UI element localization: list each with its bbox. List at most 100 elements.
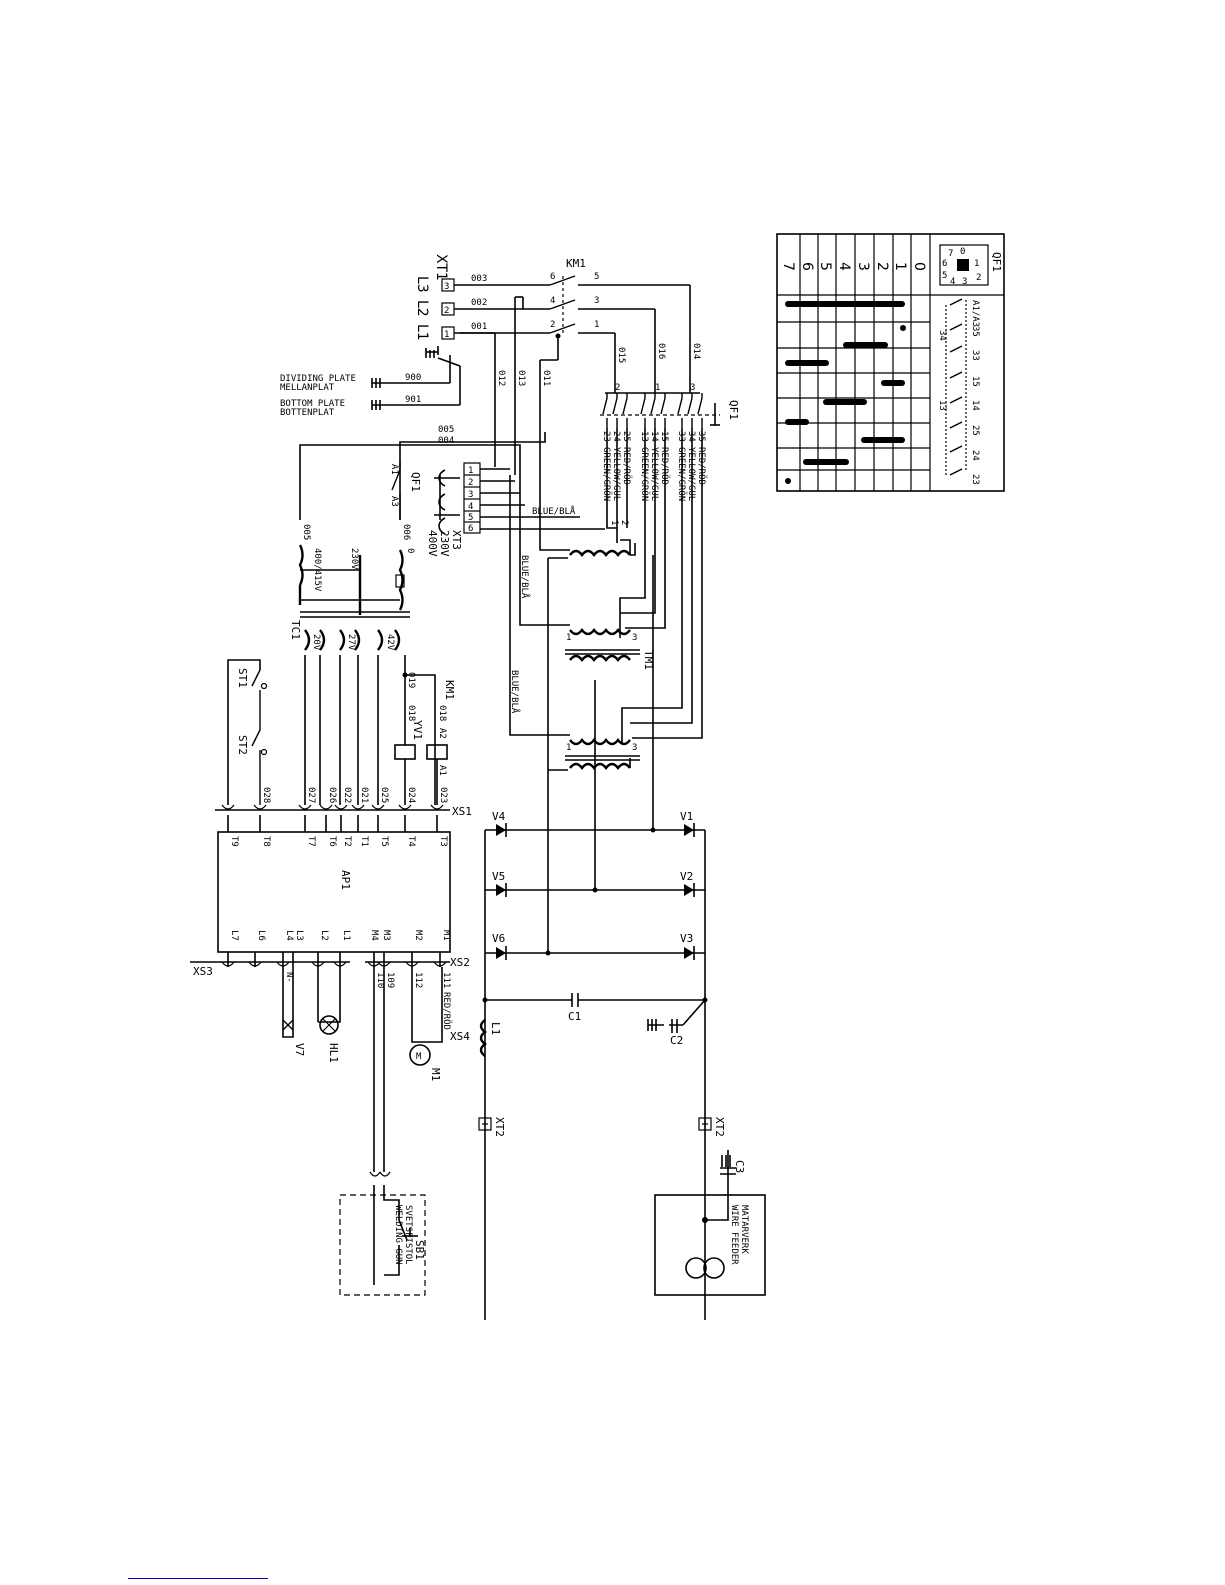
phase-l2-label: L2 xyxy=(414,300,430,317)
pin-l6: L6 xyxy=(256,930,266,941)
tc1-20v: 20V xyxy=(311,634,321,651)
matarverk-label: MATARVERK xyxy=(739,1205,749,1254)
tm1-sec-3: 3 xyxy=(632,633,637,643)
blue-wire-3: BLUE/BLÅ xyxy=(509,670,521,714)
pin-m3: M3 xyxy=(381,930,391,941)
wire-015: 015 xyxy=(616,347,626,363)
wire-111: 111 xyxy=(441,972,451,988)
dividing-plate-label: DIVIDING PLATE xyxy=(280,374,356,384)
km1-c2: 2 xyxy=(550,320,555,330)
pin-l3: L3 xyxy=(294,930,304,941)
pin-t1: T1 xyxy=(359,836,369,847)
control-circuit: 005 004 QF1 A1 A3 005 006 1 2 3 4 5 6 xyxy=(215,425,605,818)
wire-025: 025 xyxy=(379,787,389,803)
xs1-connector: XS1 028 027 026 022 021 025 024 023 xyxy=(215,787,472,818)
sw-24: 24 xyxy=(611,431,621,442)
qf1-p1: 1 xyxy=(655,383,660,393)
wire-005b: 005 xyxy=(301,524,311,540)
tm1-sec-1: 1 xyxy=(566,633,571,643)
v2-label: V2 xyxy=(680,870,693,883)
xt3-term-6: 6 xyxy=(468,524,473,534)
wire-feeder-box xyxy=(654,1194,766,1296)
km1-c6: 6 xyxy=(550,272,555,282)
v3-label: V3 xyxy=(680,932,693,945)
yv1-coil xyxy=(394,744,416,760)
c3-label: C3 xyxy=(733,1160,746,1173)
diode-v1 xyxy=(684,823,695,837)
v4-label: V4 xyxy=(492,810,506,823)
km1-main-contacts: 6 5 4 3 2 1 KM1 xyxy=(549,257,690,334)
wire-feeder-label: WIRE FEEDER xyxy=(729,1205,739,1265)
pin-t2: T2 xyxy=(342,836,352,847)
xt3-label: XT3 xyxy=(450,530,463,550)
xt3-term-2: 2 xyxy=(468,478,473,488)
xt1-t2-label: 2 xyxy=(444,306,449,316)
dial-5: 5 xyxy=(942,271,947,281)
dial-1: 1 xyxy=(974,259,979,269)
xt3-term-3: 3 xyxy=(468,490,473,500)
contact-15: 15 xyxy=(970,376,980,387)
wire-028: 028 xyxy=(261,787,271,803)
qf1-a1: A1 xyxy=(389,464,399,475)
rectifier-bridge: V4 V5 V6 V1 V2 V3 C1 C2 L1 XT2 XT2 xyxy=(478,810,766,1320)
contact-24: 24 xyxy=(970,450,980,461)
pin-m1: M1 xyxy=(441,930,451,941)
contact-symbols: A1/A3 35 33 15 14 25 24 23 34 13 xyxy=(937,298,980,485)
tm1-sec-3b: 3 xyxy=(632,743,637,753)
wire-003: 003 xyxy=(471,274,487,284)
contact-34: 34 xyxy=(937,330,947,341)
tm1-label: TM1 xyxy=(642,650,655,670)
wire-001: 001 xyxy=(471,322,487,332)
km1-a2: A2 xyxy=(437,728,447,739)
contact-23: 23 xyxy=(970,474,980,485)
xt3-term-1: 1 xyxy=(468,466,473,476)
xt2-minus-terminal xyxy=(478,1117,492,1131)
pos-4: 4 xyxy=(836,262,852,271)
footer-rule xyxy=(128,1578,268,1579)
sw-23: 23 xyxy=(601,431,611,442)
xt1-label: XT1 xyxy=(433,254,449,281)
qf1-a3: A3 xyxy=(389,496,399,507)
pin-t4: T4 xyxy=(406,836,416,847)
pin-l7: L7 xyxy=(229,930,239,941)
ap1-label: AP1 xyxy=(339,870,352,890)
tm1-transformer: TM1 1 3 1 3 BLUE/BLÅ BLUE/BLÅ xyxy=(509,475,655,953)
wire-002: 002 xyxy=(471,298,487,308)
ap1-bottom-pins: L7 L6 L4 L3 L2 L1 M4 M3 M2 M1 xyxy=(227,930,451,967)
m1-label: M1 xyxy=(429,1068,442,1081)
xt1-t3-label: 3 xyxy=(444,282,449,292)
qf1-switch-table: 7 6 5 4 3 2 1 0 0 7 6 5 1 4 3 2 QF1 xyxy=(776,233,1005,492)
diode-v6 xyxy=(496,946,507,960)
km1-coil xyxy=(426,744,448,760)
qf1-contact-numbers: 23 24 25 13 14 15 33 34 35 xyxy=(601,431,706,442)
km1-a1: A1 xyxy=(437,765,447,776)
contact-bars xyxy=(785,301,906,484)
pos-5: 5 xyxy=(817,262,833,271)
diode-v5 xyxy=(496,883,507,897)
xs3-label: XS3 xyxy=(193,965,213,978)
v5-label: V5 xyxy=(492,870,505,883)
contact-35: 35 xyxy=(970,326,980,337)
wire-006: 006 xyxy=(401,524,411,540)
sw-34: 34 xyxy=(686,431,696,442)
qf1-main-switch: 2 1 3 QF1 23 24 25 13 14 15 33 xyxy=(600,383,740,743)
sw-35: 35 xyxy=(696,431,706,442)
n-minus-label: N- xyxy=(284,972,294,983)
pin-l4: L4 xyxy=(284,930,294,941)
xs4-label: XS4 xyxy=(450,1030,470,1043)
yv1-label: YV1 xyxy=(411,720,424,740)
wire-011: 011 xyxy=(541,370,551,386)
xt3-400v: 400V xyxy=(426,530,439,557)
wire-018: 018 xyxy=(406,705,416,721)
xt3-selector: 1 2 3 4 5 6 BLUE/BLÅ XT3 230V 400V xyxy=(426,462,605,557)
v6-label: V6 xyxy=(492,932,505,945)
wire-yellow-1: YELLOW/GUL xyxy=(611,447,621,501)
switch-table-title: QF1 xyxy=(990,252,1003,272)
pos-6: 6 xyxy=(799,262,815,271)
xt3-term-4: 4 xyxy=(468,502,473,512)
v1-label: V1 xyxy=(680,810,693,823)
qf1-dial-icon: 0 7 6 5 1 4 3 2 QF1 xyxy=(939,244,1003,287)
dial-7: 7 xyxy=(948,249,953,259)
pos-7: 7 xyxy=(780,262,796,271)
